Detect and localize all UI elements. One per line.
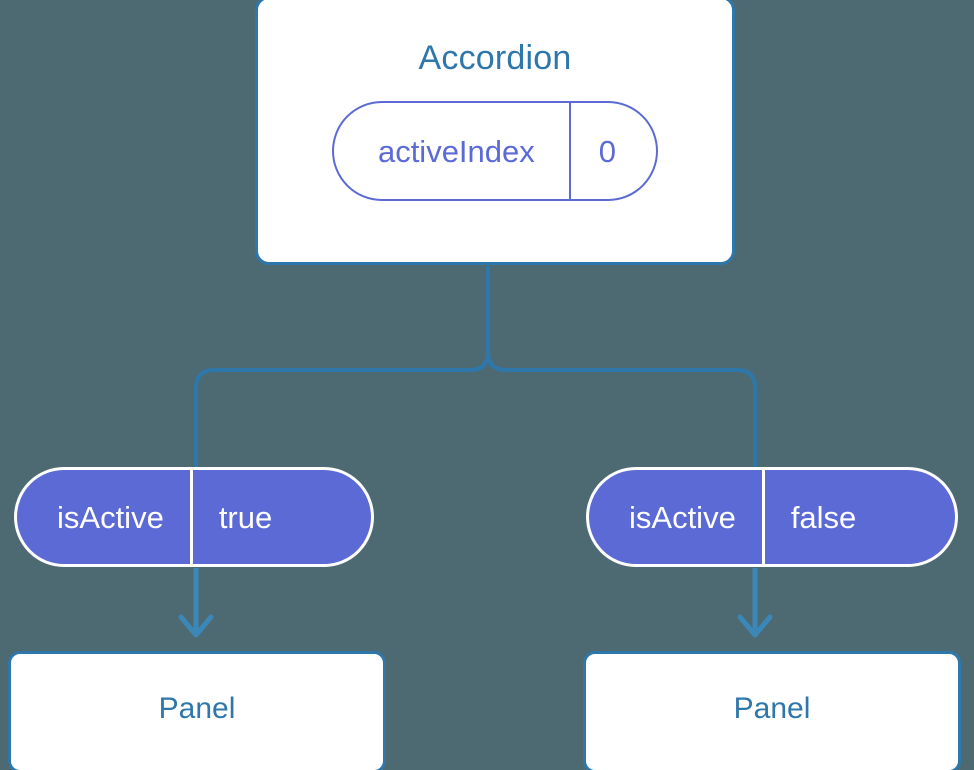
edge-accordion-to-right-pill <box>486 350 757 469</box>
component-title-accordion: Accordion <box>418 39 572 77</box>
prop-pill-key-left: isActive <box>57 499 164 535</box>
component-card-panel-left[interactable]: Panel <box>8 651 386 770</box>
prop-pill-divider-left <box>189 470 193 564</box>
state-pill-key: activeIndex <box>377 133 535 169</box>
prop-pill-divider-right <box>761 470 765 564</box>
arrowhead-right-icon <box>737 614 773 638</box>
state-pill-divider <box>568 103 571 199</box>
component-card-panel-right[interactable]: Panel <box>583 651 961 770</box>
prop-pill-value-left: true <box>218 499 273 535</box>
component-card-accordion[interactable]: Accordion activeIndex 0 <box>255 0 735 265</box>
prop-pill-is-active-right[interactable]: isActive false <box>586 467 958 567</box>
edge-accordion-to-left-pill <box>194 350 490 469</box>
state-pill-value: 0 <box>598 133 617 169</box>
prop-pill-key-right: isActive <box>629 499 736 535</box>
prop-pill-is-active-left[interactable]: isActive true <box>14 467 374 567</box>
component-title-panel-right: Panel <box>733 692 811 725</box>
prop-pill-value-right: false <box>790 499 857 535</box>
state-pill-active-index[interactable]: activeIndex 0 <box>331 101 659 201</box>
component-title-panel-left: Panel <box>158 692 236 725</box>
arrowhead-left-icon <box>178 614 214 638</box>
